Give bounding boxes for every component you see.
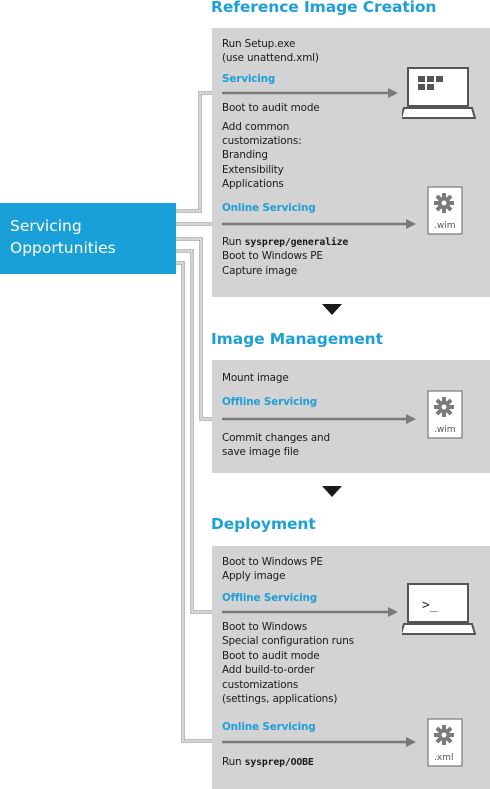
dep-boot-audit: Boot to audit mode	[222, 650, 320, 662]
ref-sysprep-command: sysprep/generalize	[244, 237, 349, 248]
ref-boot-pe: Boot to Windows PE	[222, 250, 323, 262]
dep-xml-label: .xml	[434, 753, 453, 763]
ref-applications: Applications	[222, 178, 284, 190]
dep-add-bto-3: (settings, applications)	[222, 693, 338, 705]
ref-servicing-arrow	[222, 88, 398, 98]
dep-online-servicing-label: Online Servicing	[222, 721, 316, 733]
dep-special-config: Special configuration runs	[222, 635, 354, 647]
down-triangle-icon	[322, 486, 342, 497]
mgmt-offline-arrow	[222, 414, 416, 424]
mgmt-commit-1: Commit changes and	[222, 432, 330, 444]
down-triangle-icon	[322, 304, 342, 315]
dep-online-arrow	[222, 737, 416, 747]
ref-run-prefix: Run	[222, 236, 242, 248]
dep-offline-servicing-label: Offline Servicing	[222, 592, 318, 604]
dep-run-sysprep: Run sysprep/OOBE	[222, 755, 314, 771]
dep-boot-pe: Boot to Windows PE	[222, 556, 323, 568]
dep-offline-arrow	[222, 607, 398, 617]
terminal-prompt: >_	[422, 598, 438, 613]
dep-apply: Apply image	[222, 570, 286, 582]
mgmt-mount: Mount image	[222, 372, 289, 384]
dep-boot-windows: Boot to Windows	[222, 621, 308, 633]
dep-sysprep-command: sysprep/OOBE	[244, 757, 314, 768]
dep-run-prefix: Run	[222, 756, 242, 768]
servicing-opportunities-box: Servicing Opportunities	[0, 203, 176, 274]
xml-file-gear-icon: .xml	[427, 718, 463, 767]
wim-file-gear-icon: .wim	[427, 186, 463, 235]
ref-online-servicing-label: Online Servicing	[222, 202, 316, 214]
ref-add-common-2: customizations:	[222, 135, 302, 147]
ref-boot-audit: Boot to audit mode	[222, 102, 320, 114]
ref-add-common-1: Add common	[222, 121, 290, 133]
ref-online-arrow	[222, 219, 416, 229]
ref-run-setup: Run Setup.exe	[222, 38, 296, 50]
management-section-title: Image Management	[211, 330, 383, 348]
wim-file-gear-icon: .wim	[427, 390, 463, 439]
dep-add-bto-2: customizations	[222, 679, 299, 691]
mgmt-offline-servicing-label: Offline Servicing	[222, 396, 318, 408]
source-line-1: Servicing	[10, 217, 82, 235]
ref-servicing-label: Servicing	[222, 73, 276, 85]
source-line-2: Opportunities	[10, 239, 116, 257]
deployment-section-title: Deployment	[211, 515, 316, 533]
dep-add-bto-1: Add build-to-order	[222, 664, 315, 676]
reference-section-title: Reference Image Creation	[211, 0, 437, 16]
laptop-terminal-icon: >_	[402, 583, 476, 635]
ref-run-setup-note: (use unattend.xml)	[222, 52, 319, 64]
mgmt-commit-2: save image file	[222, 446, 299, 458]
ref-branding: Branding	[222, 149, 268, 161]
ref-wim-label: .wim	[434, 221, 456, 231]
laptop-windows-icon	[402, 67, 476, 119]
ref-run-sysprep: Run sysprep/generalize	[222, 235, 348, 251]
ref-capture: Capture image	[222, 265, 298, 277]
mgmt-wim-label: .wim	[434, 425, 456, 435]
ref-extensibility: Extensibility	[222, 164, 284, 176]
